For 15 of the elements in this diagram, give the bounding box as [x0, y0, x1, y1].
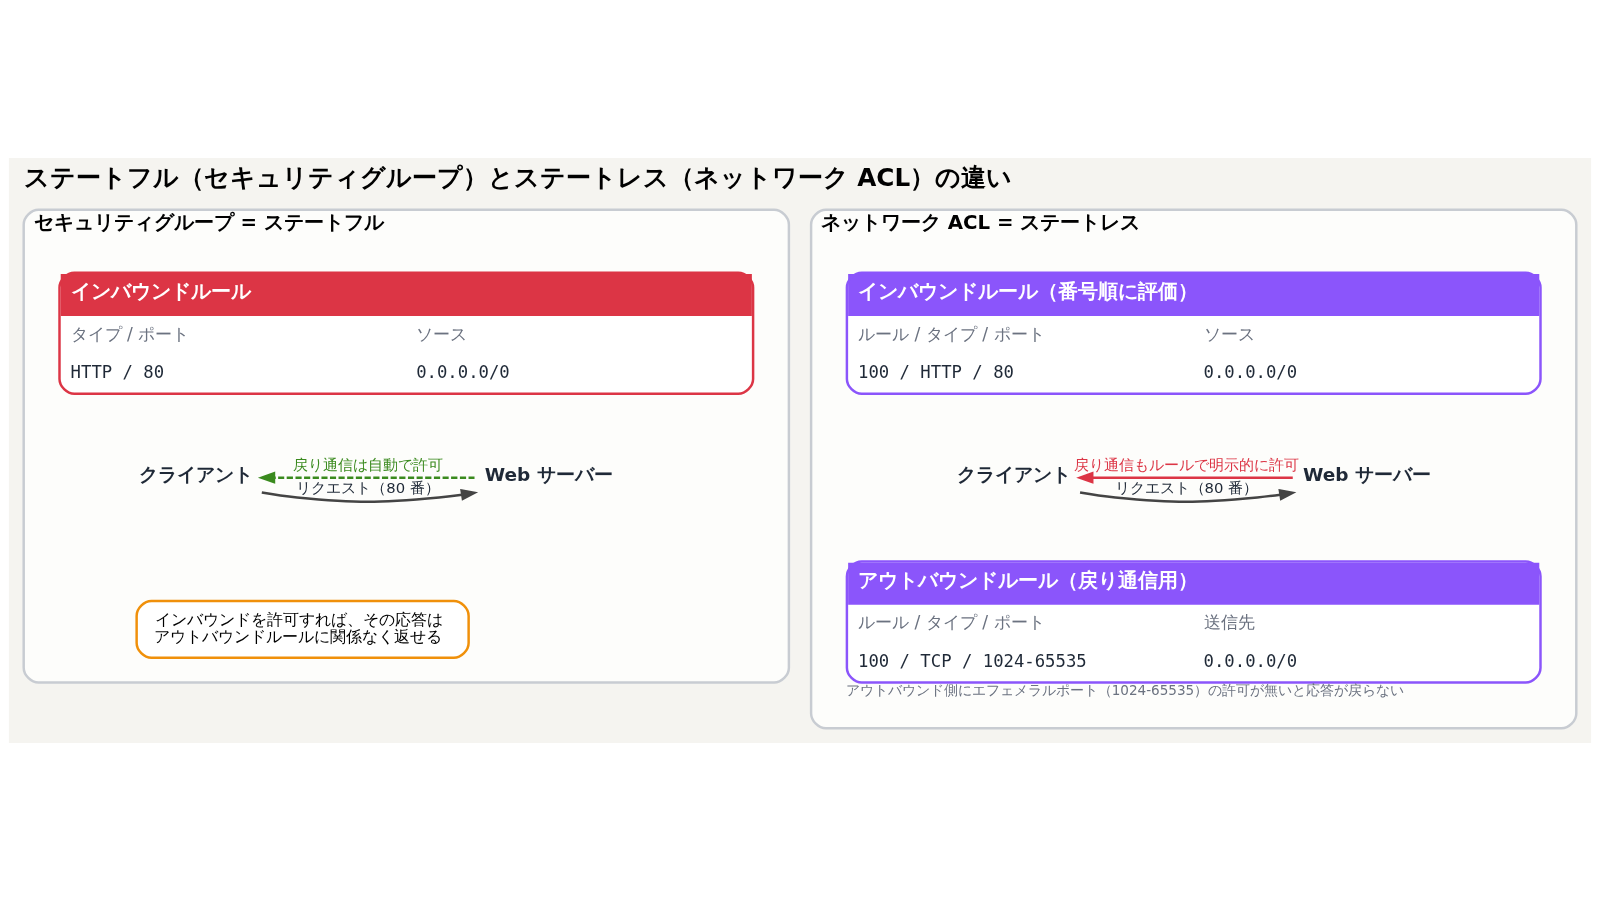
diagram-title: ステートフル（セキュリティグループ）とステートレス（ネットワーク ACL）の違い: [23, 162, 1013, 192]
node-label: アウトバウンド側にエフェメラルポート（1024-65535）の許可が無いと応答が戻らない: [845, 681, 1405, 698]
edge-label: 戻り通信は自動で許可: [293, 455, 444, 473]
arrow: [261, 488, 479, 503]
edge-label: リクエスト（80 番）: [1114, 478, 1259, 496]
node-text: クライアント: [139, 463, 254, 485]
arrow: [1079, 488, 1297, 503]
arrow: [1076, 471, 1293, 484]
node-box: インバウンドを許可すれば、その応答はアウトバウンドルールに関係なく返せる: [135, 599, 470, 659]
edge-label: 戻り通信もルールで明示的に許可: [1073, 455, 1299, 473]
node-text: クライアント: [957, 463, 1072, 485]
node-text: Web サーバー: [484, 463, 613, 485]
arrow: [257, 471, 475, 484]
node-text: Web サーバー: [1302, 463, 1431, 485]
edge-label: リクエスト（80 番）: [296, 478, 440, 496]
